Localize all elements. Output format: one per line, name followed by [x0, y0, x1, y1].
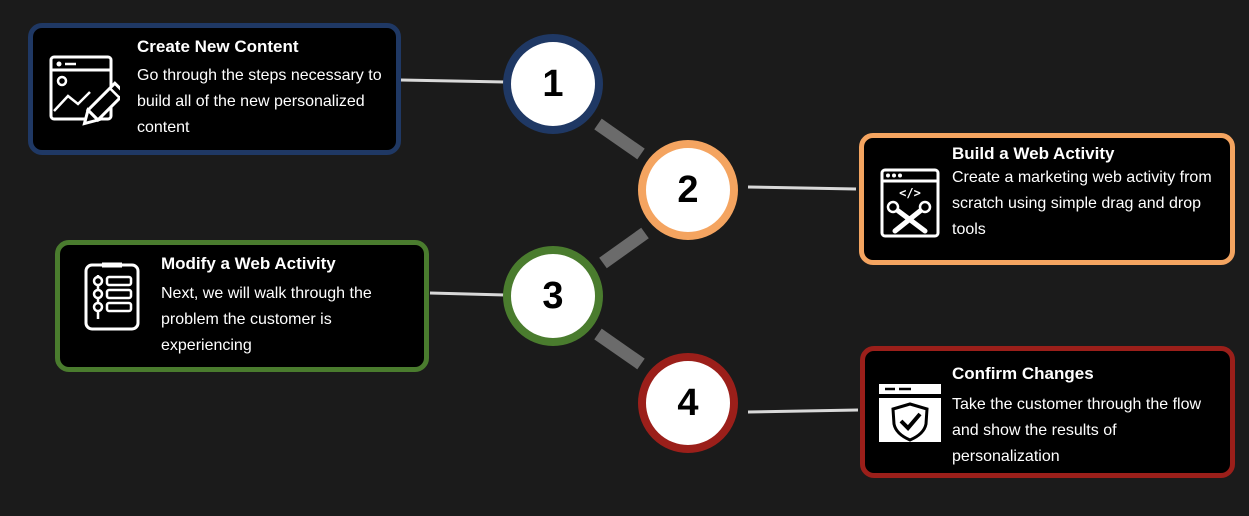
step-number-3: 3 [503, 246, 603, 346]
step-description: Go through the steps necessary to build … [137, 67, 382, 136]
step-title: Confirm Changes [952, 364, 1094, 383]
web-checkmark-shield-icon [879, 384, 941, 442]
step-title: Modify a Web Activity [161, 254, 336, 273]
connector-line-1 [400, 78, 506, 84]
step-card-modify-web-activity: Modify a Web Activity Next, we will walk… [55, 240, 429, 372]
step-link-1-2 [594, 118, 645, 160]
step-card-build-web-activity: </> Build a Web Activity Create a market… [859, 133, 1235, 265]
svg-text:</>: </> [899, 186, 921, 200]
web-code-tools-icon: </> [880, 168, 940, 238]
step-description: Take the customer through the flow and s… [952, 396, 1202, 465]
step-link-3-4 [594, 328, 645, 370]
web-content-edit-icon [49, 55, 120, 126]
connector-line-4 [747, 408, 859, 414]
connector-line-2 [747, 185, 857, 191]
step-number-2: 2 [638, 140, 738, 240]
step-title: Create New Content [137, 37, 299, 56]
step-card-create-new-content: Create New Content Go through the steps … [28, 23, 401, 155]
step-card-confirm-changes: Confirm Changes Take the customer throug… [860, 346, 1235, 478]
checklist-clipboard-icon [84, 262, 140, 331]
step-description: Create a marketing web activity from scr… [952, 169, 1212, 238]
step-number-1: 1 [503, 34, 603, 134]
step-link-2-3 [599, 227, 649, 269]
step-number-4: 4 [638, 353, 738, 453]
connector-line-3 [429, 291, 506, 297]
step-description: Next, we will walk through the problem t… [161, 285, 372, 354]
step-title: Build a Web Activity [952, 144, 1115, 163]
